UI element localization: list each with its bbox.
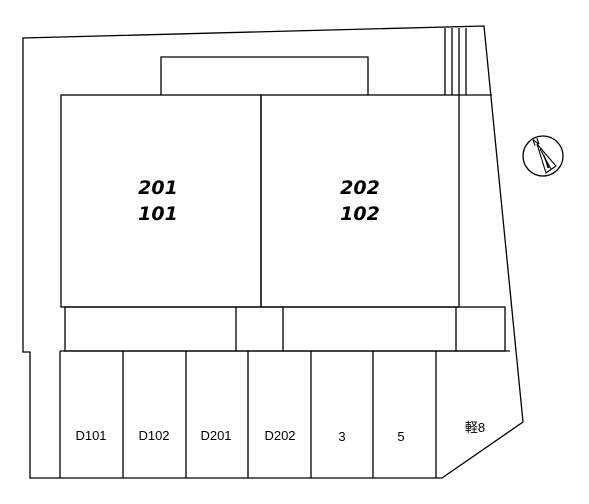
compass-arrow-icon [536, 143, 557, 174]
parking-row [59, 350, 510, 478]
north-compass-icon: N [522, 135, 564, 177]
unit-label-upper: 201 [138, 177, 178, 199]
parking-label: D101 [75, 428, 106, 443]
parking-label: D201 [200, 428, 231, 443]
building-b [260, 94, 460, 308]
parking-label: 軽8 [465, 420, 485, 435]
unit-label-upper: 202 [340, 177, 380, 199]
unit-label-lower: 102 [340, 203, 380, 225]
compass-north-label: N [531, 136, 541, 148]
upper-walkway [160, 56, 369, 95]
parking-label: 5 [397, 429, 404, 444]
unit-label-lower: 101 [138, 203, 178, 225]
building-a [60, 94, 262, 308]
parking-label: 3 [338, 429, 345, 444]
property-boundary [22, 25, 524, 479]
parking-label: D102 [138, 428, 169, 443]
parking-label: D202 [264, 428, 295, 443]
corridor [64, 306, 506, 352]
